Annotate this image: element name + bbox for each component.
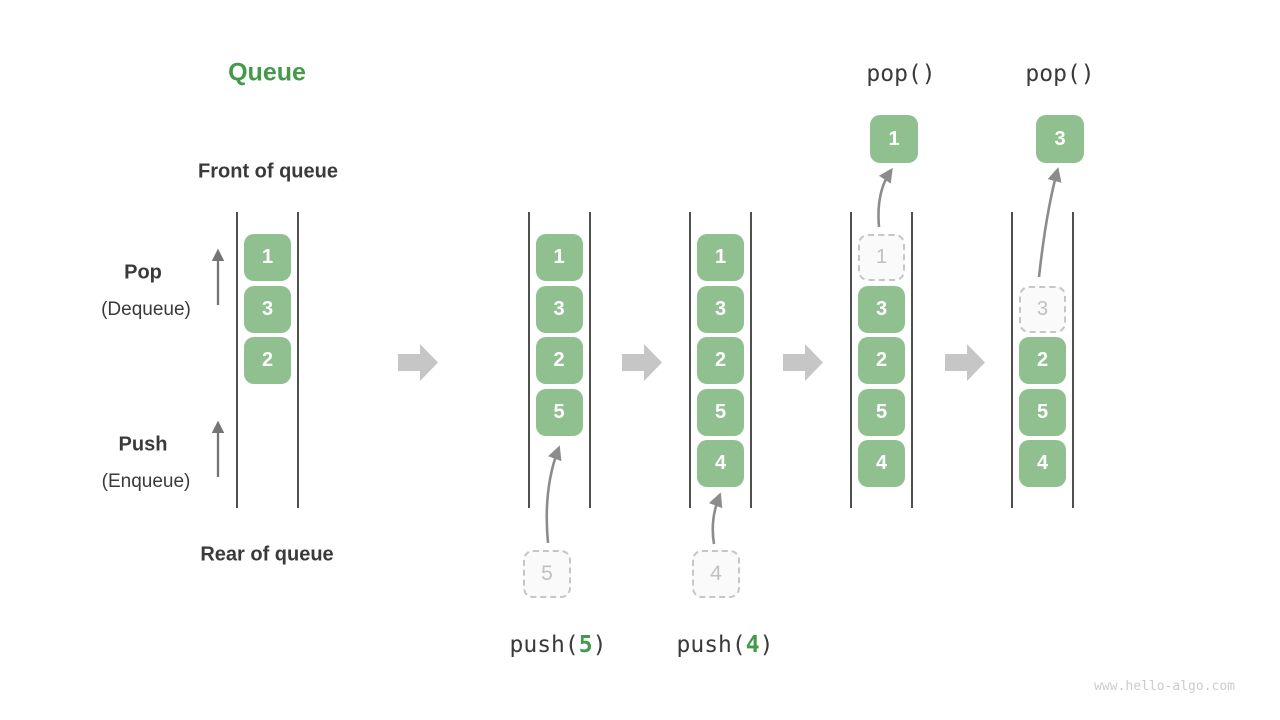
- queue-cell: 1: [535, 234, 583, 281]
- queue-cell: 3: [858, 285, 905, 333]
- push-op-suffix: ): [759, 632, 774, 658]
- push-op-arg: 4: [745, 632, 760, 658]
- queue-right-rail: [297, 212, 299, 508]
- queue-right-rail: [1072, 212, 1074, 508]
- queue-cell: 3: [535, 285, 583, 333]
- push-op-arg: 5: [578, 632, 593, 658]
- next-state-block-arrow: [622, 344, 662, 381]
- dequeue-side-sublabel: (Dequeue): [101, 299, 191, 320]
- push-source-cell: 4: [692, 550, 740, 598]
- queue-left-rail: [236, 212, 238, 508]
- queue-cell: 3: [244, 285, 291, 333]
- push-op-label: push(5): [510, 632, 607, 658]
- queue-right-rail: [750, 212, 752, 508]
- queue-cell: 1: [244, 234, 291, 281]
- popped-value-cell: 3: [1036, 115, 1084, 163]
- queue-left-rail: [527, 212, 530, 508]
- push-source-cell: 5: [523, 550, 571, 598]
- push-op-label: push(4): [677, 632, 774, 658]
- queue-cell: 3: [697, 285, 744, 333]
- next-state-block-arrow: [398, 344, 438, 381]
- watermark: www.hello-algo.com: [1094, 679, 1235, 694]
- queue-cell: 5: [697, 388, 744, 436]
- pop-op-label: pop(): [1025, 61, 1095, 87]
- queue-cell-ghost: 3: [1019, 285, 1066, 333]
- pop-op-label: pop(): [866, 61, 936, 87]
- next-state-block-arrow: [783, 344, 823, 381]
- pop-flow-arrow: [877, 167, 893, 228]
- queue-left-rail: [1011, 212, 1013, 508]
- queue-cell: 2: [1019, 337, 1066, 384]
- enqueue-side-sublabel: (Enqueue): [101, 471, 191, 492]
- queue-cell: 2: [858, 337, 905, 384]
- pop-side-label: Pop: [124, 261, 162, 284]
- queue-cell-ghost: 1: [858, 234, 905, 281]
- rear-of-queue-label: Rear of queue: [200, 543, 334, 566]
- queue-right-rail: [588, 212, 591, 508]
- next-state-block-arrow: [945, 344, 985, 381]
- push-flow-arrow: [708, 492, 723, 545]
- queue-cell: 5: [1019, 388, 1066, 436]
- queue-left-rail: [689, 212, 691, 508]
- queue-cell: 2: [535, 337, 583, 384]
- push-flow-arrow: [545, 445, 562, 544]
- queue-cell: 2: [244, 337, 291, 384]
- queue-cell: 4: [1019, 440, 1066, 487]
- push-op-prefix: push(: [509, 632, 579, 658]
- front-of-queue-label: Front of queue: [198, 160, 338, 183]
- diagram-title: Queue: [228, 58, 306, 87]
- push-op-suffix: ): [592, 632, 607, 658]
- queue-cell: 5: [535, 388, 583, 436]
- queue-cell: 4: [697, 440, 744, 487]
- pop-flow-arrow: [1037, 167, 1062, 278]
- queue-cell: 1: [697, 234, 744, 281]
- queue-left-rail: [850, 212, 852, 508]
- popped-value-cell: 1: [870, 115, 918, 163]
- queue-cell: 2: [697, 337, 744, 384]
- queue-cell: 4: [858, 440, 905, 487]
- queue-right-rail: [911, 212, 913, 508]
- push-op-prefix: push(: [676, 632, 746, 658]
- queue-cell: 5: [858, 388, 905, 436]
- push-side-label: Push: [118, 433, 168, 456]
